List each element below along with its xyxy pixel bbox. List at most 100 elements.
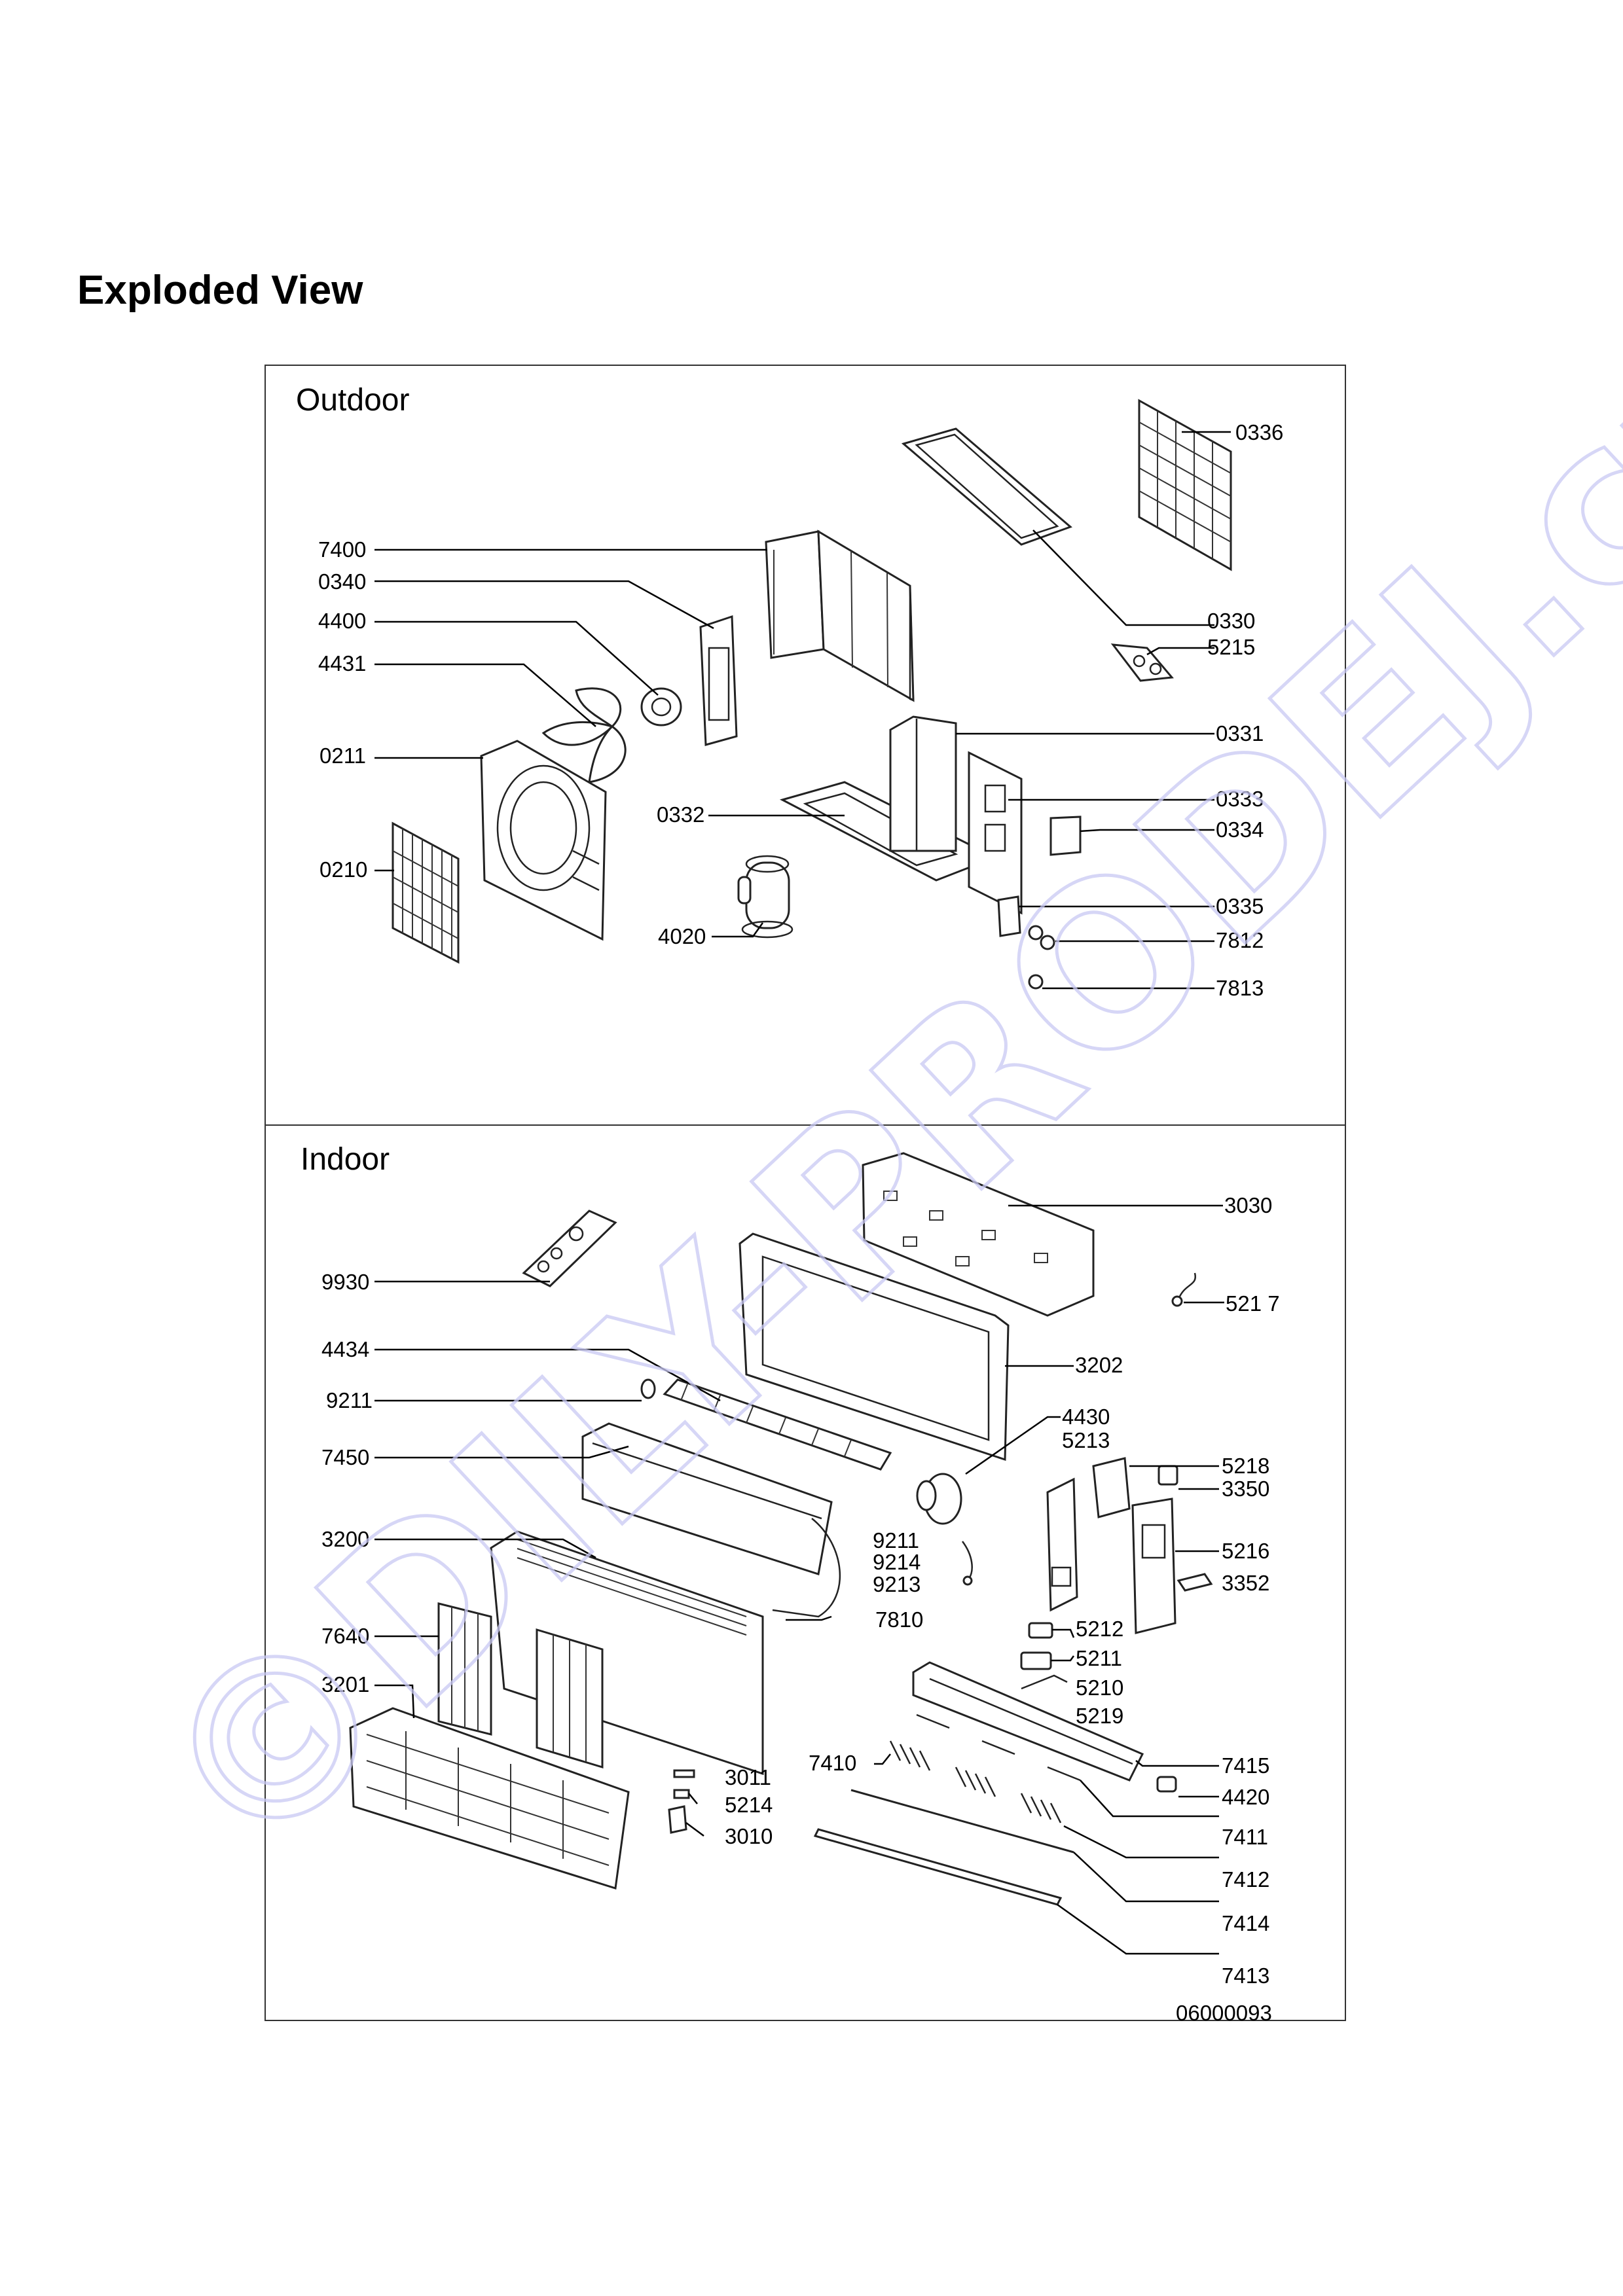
vertical-louvers-7410 (889, 1713, 1081, 1823)
drain-pan-7415 (912, 1661, 1144, 1782)
link-rod-7414 (850, 1789, 1074, 1854)
chassis-3202 (739, 1232, 1010, 1462)
part-label-4420: 4420 (1222, 1785, 1269, 1809)
part-label-0336: 0336 (1235, 420, 1283, 444)
part-label-5217: 521 7 (1226, 1291, 1280, 1316)
part-label-0331: 0331 (1216, 721, 1264, 745)
part-label-7410: 7410 (809, 1751, 856, 1775)
fan-motor-4400 (640, 687, 682, 726)
rear-grille-0336 (1138, 399, 1232, 571)
page-heading: Exploded View (77, 268, 363, 313)
part-label-7411: 7411 (1222, 1825, 1268, 1849)
part-label-5211: 5211 (1076, 1646, 1122, 1670)
cross-flow-fan-4434 (663, 1378, 892, 1471)
part-label-7640: 7640 (321, 1624, 369, 1648)
part-label-4430: 4430 (1062, 1405, 1110, 1429)
motor-holder-9214 (961, 1541, 973, 1586)
part-label-5213: 5213 (1062, 1428, 1110, 1452)
part-label-7412: 7412 (1222, 1867, 1269, 1892)
mounting-plate-3030 (862, 1152, 1095, 1317)
sensor-5217 (1171, 1272, 1197, 1307)
valve-bracket-0335 (997, 895, 1021, 937)
part-label-7415: 7415 (1222, 1753, 1269, 1778)
part-label-3352: 3352 (1222, 1571, 1269, 1595)
electrical-parts-5212 (1020, 1622, 1068, 1690)
part-label-5215: 5215 (1207, 635, 1255, 659)
terminal-block-5215 (1110, 643, 1174, 682)
partition-0331 (889, 715, 957, 852)
part-label-5212: 5212 (1076, 1617, 1123, 1641)
front-frame-3200 (490, 1530, 764, 1776)
part-label-9930: 9930 (321, 1270, 369, 1294)
part-label-7414: 7414 (1222, 1911, 1269, 1935)
part-label-0332: 0332 (657, 802, 704, 827)
outdoor-labels: 0336 7400 0340 4400 4431 0330 5215 0211 … (318, 420, 1283, 1000)
part-label-9211-top: 9211 (326, 1388, 373, 1412)
display-3011 (668, 1769, 695, 1834)
part-label-7813: 7813 (1216, 976, 1264, 1000)
part-label-9214: 9214 (873, 1550, 921, 1574)
step-motor-4420 (1156, 1776, 1177, 1793)
part-label-0340: 0340 (318, 569, 366, 594)
condenser-coil-7400 (765, 529, 915, 702)
front-grille-0210 (392, 821, 460, 964)
component-3350 (1158, 1465, 1178, 1486)
side-panel-0333 (968, 751, 1023, 915)
bearing-9211 (640, 1378, 656, 1399)
service-valve-7812 (1028, 925, 1055, 950)
motor-bracket-0340 (699, 615, 738, 746)
watermark: ©DILY-PRODEJ.cz (108, 284, 1623, 1910)
part-label-5218: 5218 (1222, 1454, 1269, 1478)
part-label-7812: 7812 (1216, 928, 1264, 952)
part-label-3030: 3030 (1224, 1193, 1272, 1217)
part-label-0335: 0335 (1216, 894, 1264, 918)
compressor-4020 (737, 855, 793, 939)
part-label-7450: 7450 (321, 1445, 369, 1469)
part-label-0330: 0330 (1207, 609, 1255, 633)
part-label-4400: 4400 (318, 609, 366, 633)
part-label-3350: 3350 (1222, 1477, 1269, 1501)
air-filter-7640 (437, 1602, 604, 1769)
part-label-7400: 7400 (318, 537, 366, 562)
part-label-0334: 0334 (1216, 817, 1264, 842)
part-label-9211-bottom: 9211 (873, 1528, 919, 1552)
part-label-5216: 5216 (1222, 1539, 1269, 1563)
front-panel-0211 (480, 740, 607, 941)
drawing-code: 06000093 (1176, 2001, 1272, 2025)
section-divider (264, 1124, 1346, 1126)
part-label-4431: 4431 (318, 651, 366, 675)
valve-7813 (1028, 974, 1044, 990)
indoor-leader-lines (374, 1204, 1224, 1955)
electrical-box-5216 (1131, 1498, 1176, 1634)
part-label-3010: 3010 (725, 1824, 773, 1848)
propeller-fan-4431 (541, 687, 627, 783)
part-label-0211: 0211 (319, 744, 366, 768)
part-label-0210: 0210 (319, 857, 367, 882)
indoor-section-title: Indoor (301, 1142, 390, 1177)
front-panel-3201 (349, 1707, 630, 1890)
part-label-5219: 5219 (1076, 1704, 1123, 1728)
part-label-3201: 3201 (321, 1672, 369, 1696)
part-label-4020: 4020 (658, 924, 706, 948)
indoor-labels: 3030 9930 521 7 4434 3202 9211 4430 5213… (321, 1193, 1280, 2025)
indoor-parts (349, 1152, 1213, 1906)
outdoor-parts (392, 399, 1232, 990)
part-label-3011: 3011 (725, 1765, 771, 1789)
part-label-7413: 7413 (1222, 1964, 1269, 1988)
part-label-4434: 4434 (321, 1337, 369, 1361)
exploded-view-frame (264, 365, 1346, 2021)
horizontal-louver-7413 (813, 1828, 1063, 1906)
outdoor-section-title: Outdoor (296, 383, 410, 418)
top-cover-0330 (901, 427, 1072, 546)
part-label-3200: 3200 (321, 1527, 369, 1551)
part-label-3202: 3202 (1075, 1353, 1123, 1377)
part-label-0333: 0333 (1216, 787, 1264, 811)
control-box-5213 (1046, 1477, 1078, 1612)
remote-control-9930 (522, 1210, 617, 1287)
part-label-7810: 7810 (875, 1607, 923, 1632)
part-label-9213: 9213 (873, 1572, 921, 1596)
pcb-5218 (1092, 1457, 1131, 1518)
part-label-5214: 5214 (725, 1793, 773, 1817)
outdoor-leader-lines (374, 431, 1231, 990)
